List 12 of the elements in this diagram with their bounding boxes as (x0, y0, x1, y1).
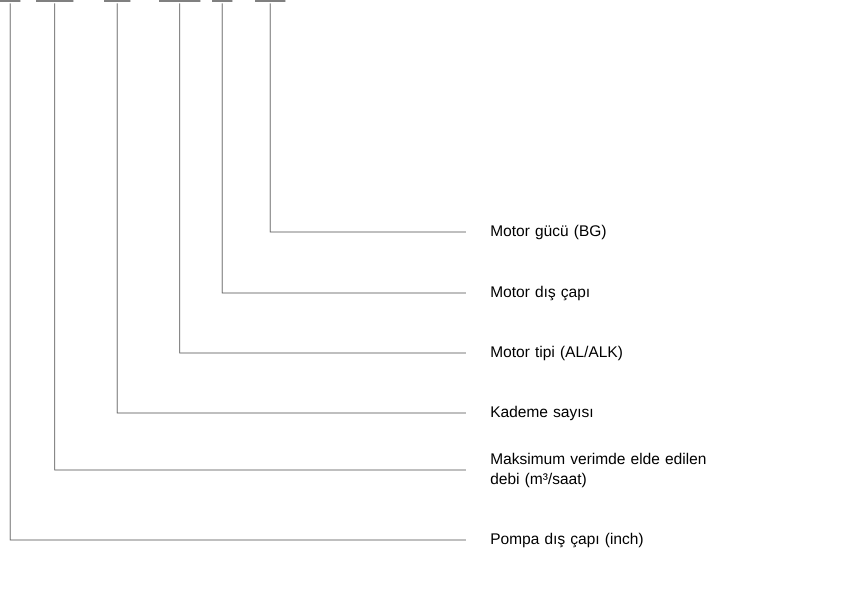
leader-line (10, 3, 466, 540)
leader-line (116, 3, 466, 414)
leader-line (270, 3, 466, 232)
leader-line (222, 3, 466, 294)
label-text: Pompa dış çapı (inch) (491, 532, 643, 548)
label-text: Kademe sayısı (491, 406, 592, 420)
label-text: Maksimum verimde elde edilen debi (m³/saat) (490, 452, 706, 488)
label-text: Motor dış çapı (491, 286, 589, 300)
leader-line (54, 3, 466, 470)
label-text: Motor tipi (AL/ALK) (491, 346, 622, 360)
label-text: Motor gücü (BG) (491, 224, 606, 240)
leader-line (179, 3, 466, 354)
